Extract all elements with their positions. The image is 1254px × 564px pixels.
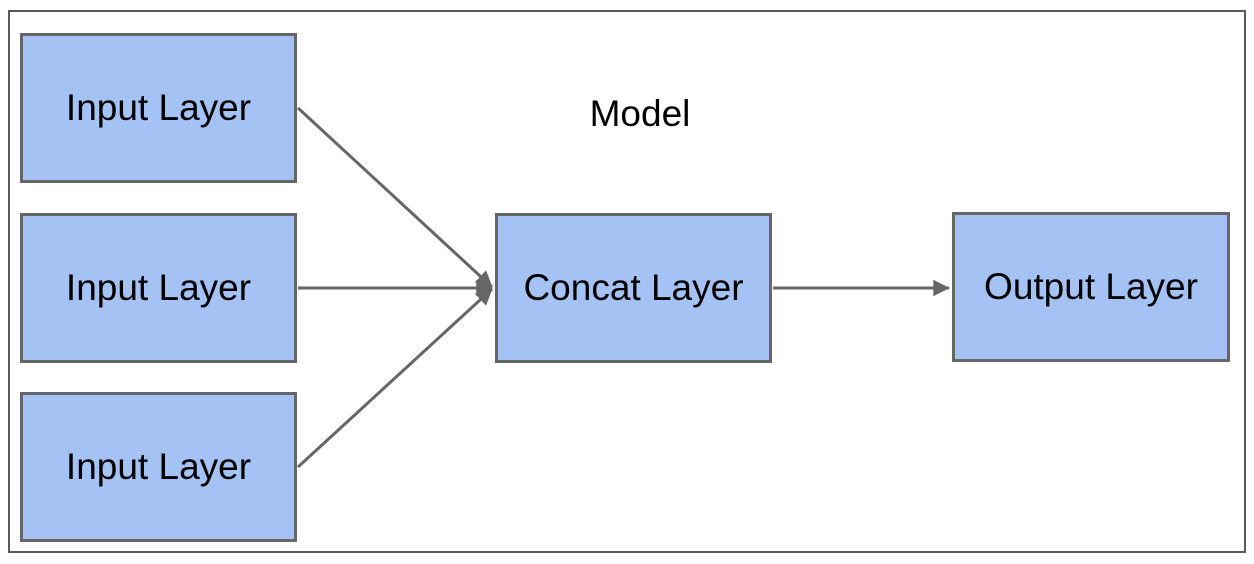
node-concat-layer: Concat Layer <box>495 213 772 363</box>
node-label: Input Layer <box>65 267 252 308</box>
node-label: Input Layer <box>65 446 252 487</box>
node-label: Input Layer <box>65 87 252 128</box>
node-output-layer: Output Layer <box>952 212 1230 362</box>
diagram-title: Model <box>589 93 691 134</box>
node-label: Concat Layer <box>523 267 744 308</box>
node-input-layer-2: Input Layer <box>20 213 297 363</box>
node-label: Output Layer <box>984 266 1198 307</box>
node-input-layer-1: Input Layer <box>20 33 297 183</box>
node-input-layer-3: Input Layer <box>20 392 297 542</box>
